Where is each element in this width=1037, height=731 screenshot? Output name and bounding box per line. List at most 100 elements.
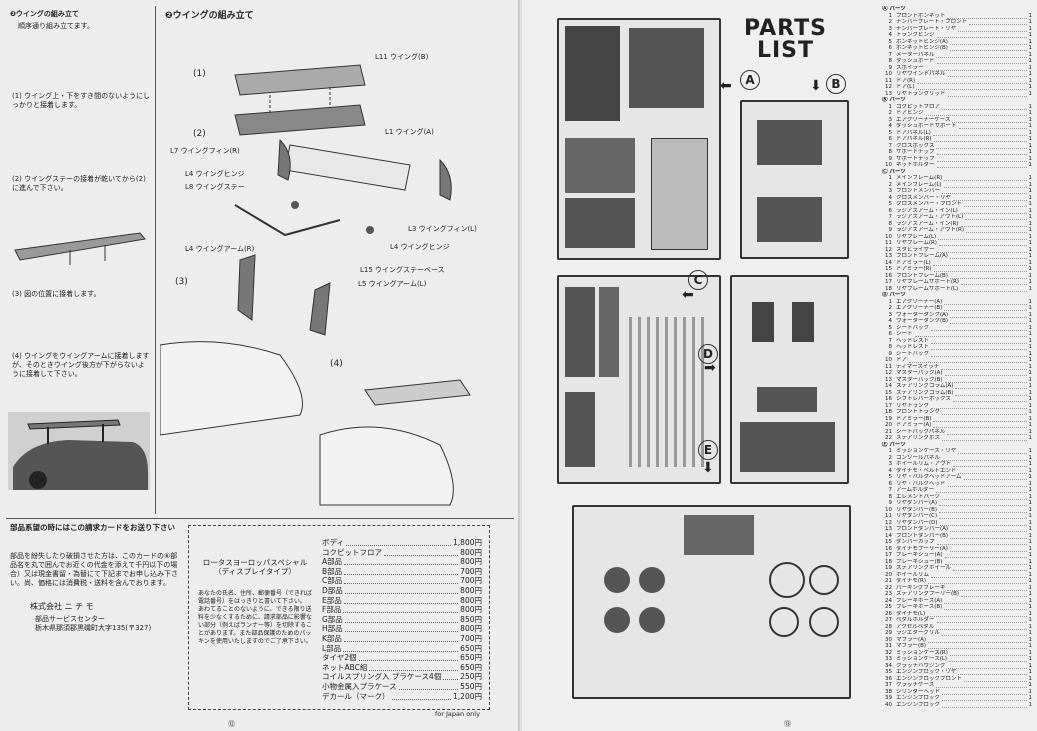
parts-qty: 1 — [1028, 298, 1033, 305]
parts-leader — [947, 585, 1027, 591]
parts-qty: 1 — [1028, 545, 1033, 552]
parts-number: 13 — [885, 376, 892, 383]
parts-number: 40 — [885, 701, 892, 708]
parts-name: ドア — [896, 357, 908, 363]
parts-name: リヤダンパー(B) — [896, 506, 938, 513]
price-leader — [343, 596, 459, 604]
sprue-label-b: B — [826, 74, 846, 94]
part-wheel-1 — [604, 567, 630, 593]
parts-number: 4 — [888, 318, 893, 324]
parts-qty: 1 — [1028, 623, 1033, 630]
price-leader — [344, 586, 459, 594]
parts-qty: 1 — [1028, 64, 1033, 71]
parts-leader — [961, 591, 1027, 597]
price-label: G部品 — [322, 614, 343, 624]
parts-name: クラッチハウジング — [896, 662, 946, 669]
parts-leader — [947, 13, 1027, 19]
parts-leader — [931, 325, 1027, 331]
parts-qty: 1 — [1028, 259, 1033, 266]
parts-number: 15 — [885, 389, 892, 396]
parts-name: リヤウインドパネル — [896, 71, 946, 77]
parts-leader — [958, 26, 1027, 32]
parts-qty: 1 — [1028, 604, 1033, 610]
price-leader — [398, 682, 459, 690]
left-page: ❷ウイングの組み立て 順序通り組み立てます。 ❷ウイングの組み立て (1) ウイ… — [0, 0, 520, 731]
parts-name: フロントフレーム(B) — [896, 272, 948, 279]
parts-qty: 1 — [1028, 597, 1033, 604]
parts-qty: 1 — [1028, 448, 1033, 454]
parts-leader — [916, 84, 1027, 90]
parts-leader — [942, 435, 1027, 441]
part-radius-arms — [629, 317, 709, 467]
price-value: 700円 — [460, 566, 482, 576]
parts-qty: 1 — [1028, 207, 1033, 214]
price-value: 800円 — [460, 605, 482, 615]
part-rim-2 — [769, 607, 799, 637]
parts-leader — [936, 58, 1027, 64]
part-seat-back — [792, 302, 814, 342]
parts-qty: 1 — [1028, 591, 1033, 597]
price-label: L部品 — [322, 643, 342, 653]
parts-number: 12 — [885, 84, 892, 90]
note-1: (1) ウイング上・下をすき間のないようにしっかりと接着します。 — [12, 92, 151, 109]
parts-number: 7 — [888, 337, 893, 344]
part-door-r — [565, 138, 635, 193]
parts-number: 27 — [885, 617, 892, 623]
parts-number: 16 — [885, 396, 892, 402]
parts-leader — [925, 110, 1027, 116]
parts-number: 5 — [888, 129, 893, 136]
parts-leader — [942, 188, 1027, 194]
parts-list-title: PARTS LIST — [744, 16, 827, 63]
parts-number: 4 — [888, 467, 893, 474]
parts-qty: 1 — [1028, 513, 1033, 519]
parts-qty: 1 — [1028, 461, 1033, 467]
parts-qty: 1 — [1028, 331, 1033, 337]
parts-name: ダッシュボード — [896, 58, 935, 64]
price-leader — [343, 634, 459, 642]
parts-qty: 1 — [1028, 103, 1033, 110]
parts-qty: 1 — [1028, 240, 1033, 246]
parts-number: 24 — [885, 597, 892, 604]
parts-number: 9 — [888, 227, 893, 233]
price-leader — [369, 663, 459, 671]
parts-number: 6 — [888, 331, 893, 337]
callout-8: L15 ウイングステーベース — [360, 266, 445, 274]
parts-qty: 1 — [1028, 617, 1033, 623]
parts-leader — [917, 78, 1027, 84]
arrow-c: ⬅ — [682, 287, 694, 303]
parts-name: エンジンブロックフロント — [896, 675, 962, 682]
parts-leader — [960, 286, 1027, 292]
price-value: 850円 — [460, 614, 482, 624]
parts-leader — [944, 305, 1027, 311]
price-leader — [343, 605, 459, 614]
order-text: 部品を紛失したり破損させた方は、このカードの⑥部品名を丸で囲んでお近くの代金を添… — [10, 552, 178, 587]
parts-qty: 1 — [1028, 318, 1033, 324]
parts-name: マフラー(A) — [896, 636, 927, 643]
parts-number: 19 — [885, 415, 892, 422]
price-row: デカール（マーク）1,200円 — [322, 692, 482, 702]
parts-leader — [942, 409, 1027, 415]
parts-number: 30 — [885, 636, 892, 643]
parts-name: リヤフレームサポート(R) — [896, 279, 959, 285]
price-value: 650円 — [460, 662, 482, 672]
parts-qty: 1 — [1028, 266, 1033, 272]
parts-qty: 1 — [1028, 422, 1033, 428]
parts-name: フロントダンパー(A) — [896, 526, 949, 532]
part-wheel-4 — [639, 607, 665, 633]
parts-qty: 1 — [1028, 383, 1033, 389]
parts-leader — [936, 487, 1027, 493]
parts-name: ドア(R) — [896, 77, 916, 84]
